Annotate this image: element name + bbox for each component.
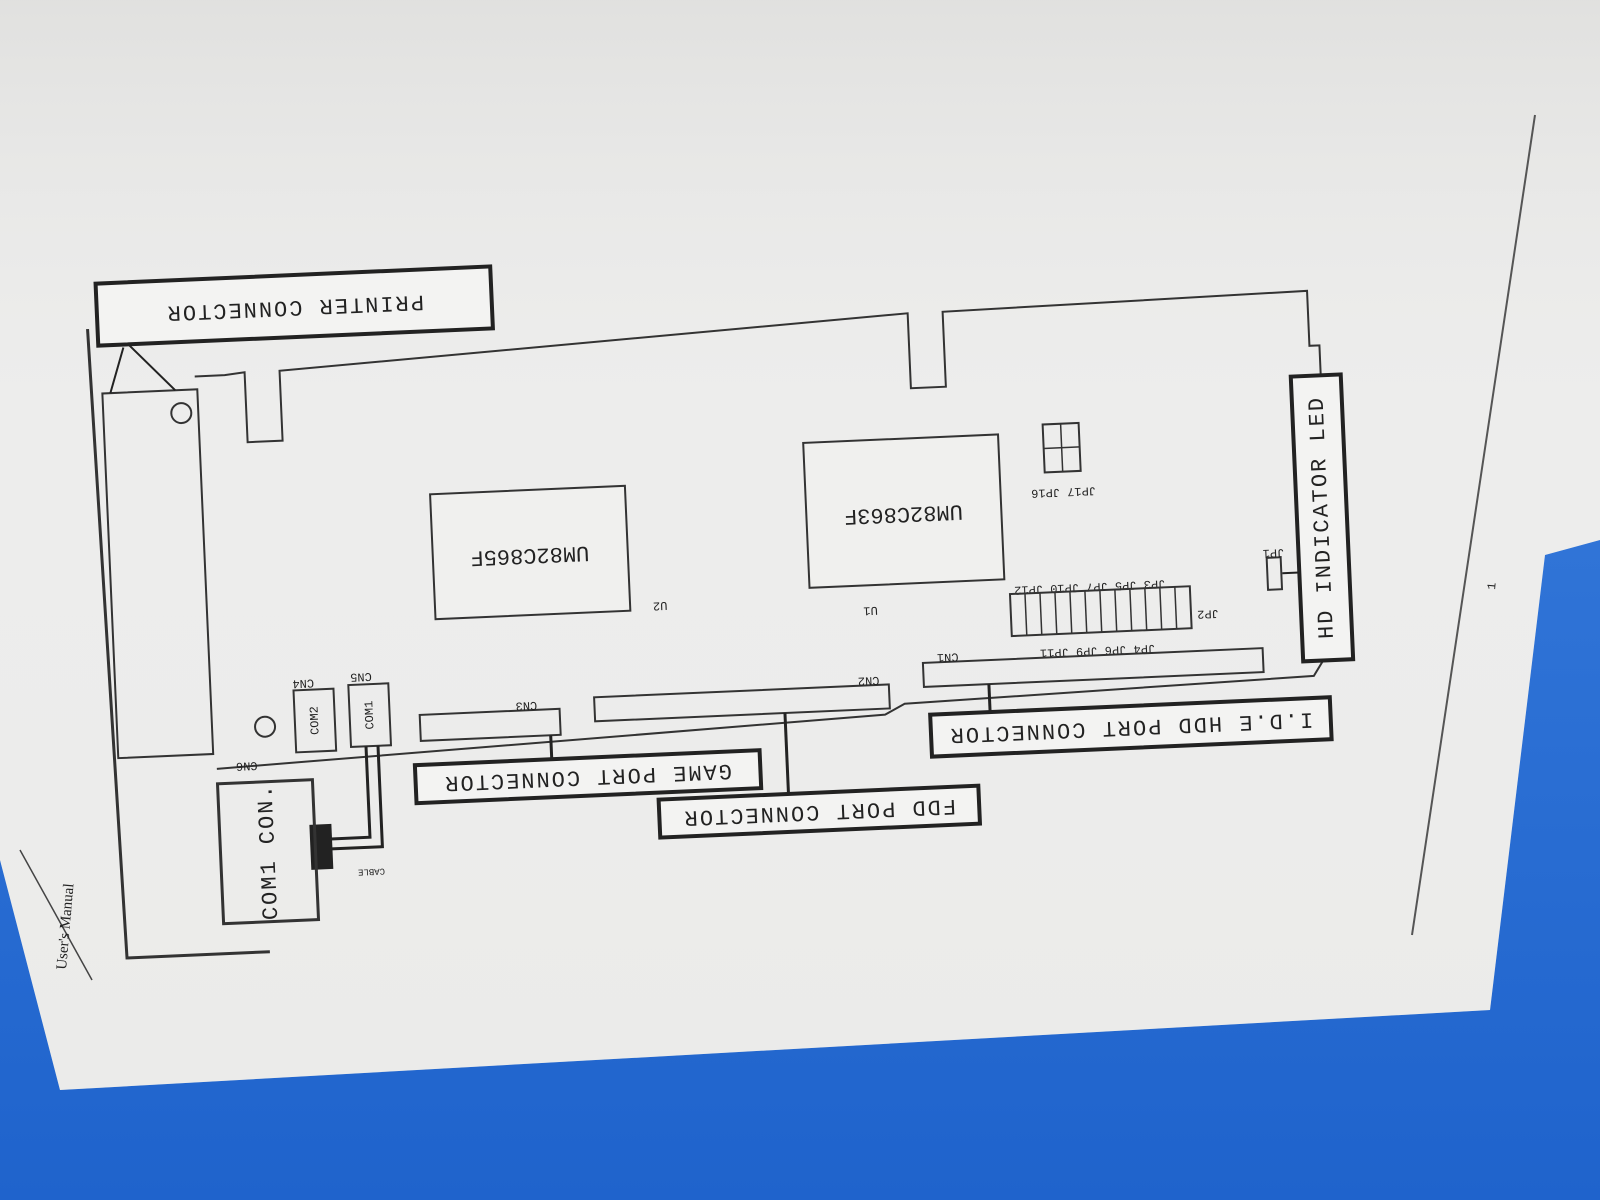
connector-cn3-label: CN3 — [515, 698, 537, 713]
com1-con-box — [215, 778, 321, 926]
chip-u2-ref: U2 — [653, 598, 668, 613]
printer-connector-label — [93, 264, 495, 348]
chip-u2-part: UM82C865F — [470, 540, 590, 570]
com1-con-text: COM1 CON. — [253, 783, 284, 921]
jumper-jp1-label: JP1 — [1262, 545, 1284, 560]
connector-com2-label: COM2 — [307, 706, 322, 735]
jumper-jp1 — [1265, 556, 1284, 591]
board-diagram: PRINTER CONNECTOR UM82C865F U2 UM82C863F… — [86, 264, 1356, 960]
chip-u1-ref: U1 — [863, 603, 878, 618]
connector-cn2-label: CN2 — [858, 673, 880, 688]
jumper-jp16-17-label: JP17 JP16 — [1031, 483, 1096, 500]
chip-u1 — [802, 433, 1006, 589]
game-port-connector-label — [412, 748, 764, 806]
cable-plug — [309, 823, 334, 870]
connector-com2 — [292, 687, 338, 754]
connector-cn1 — [921, 647, 1265, 688]
chip-u2 — [429, 484, 632, 621]
hd-indicator-led-label — [1288, 372, 1356, 664]
users-manual-footer: User's Manual — [54, 883, 77, 971]
chip-u1-part: UM82C863F — [843, 498, 963, 528]
cable-label: CABLE — [358, 866, 385, 877]
fdd-port-connector-label — [656, 783, 983, 840]
connector-cn2 — [593, 683, 891, 723]
jumper-jp2-label: JP2 — [1197, 606, 1219, 621]
connector-cn5-label: CN5 — [350, 669, 372, 684]
connector-cn1-label: CN1 — [937, 649, 959, 664]
page-number: 1 — [1485, 582, 1500, 590]
jumper-bottom-row-label: JP4 JP6 JP9 JP11 — [1040, 641, 1156, 660]
connector-com1-label: COM1 — [362, 700, 377, 729]
connector-cn3 — [418, 707, 562, 742]
connector-com1 — [347, 682, 393, 749]
connector-cn6-label: CN6 — [236, 758, 258, 773]
ide-hdd-port-connector-label — [928, 695, 1334, 759]
connector-cn4-label: CN4 — [292, 676, 314, 691]
jumper-block-dividers — [1024, 586, 1178, 636]
